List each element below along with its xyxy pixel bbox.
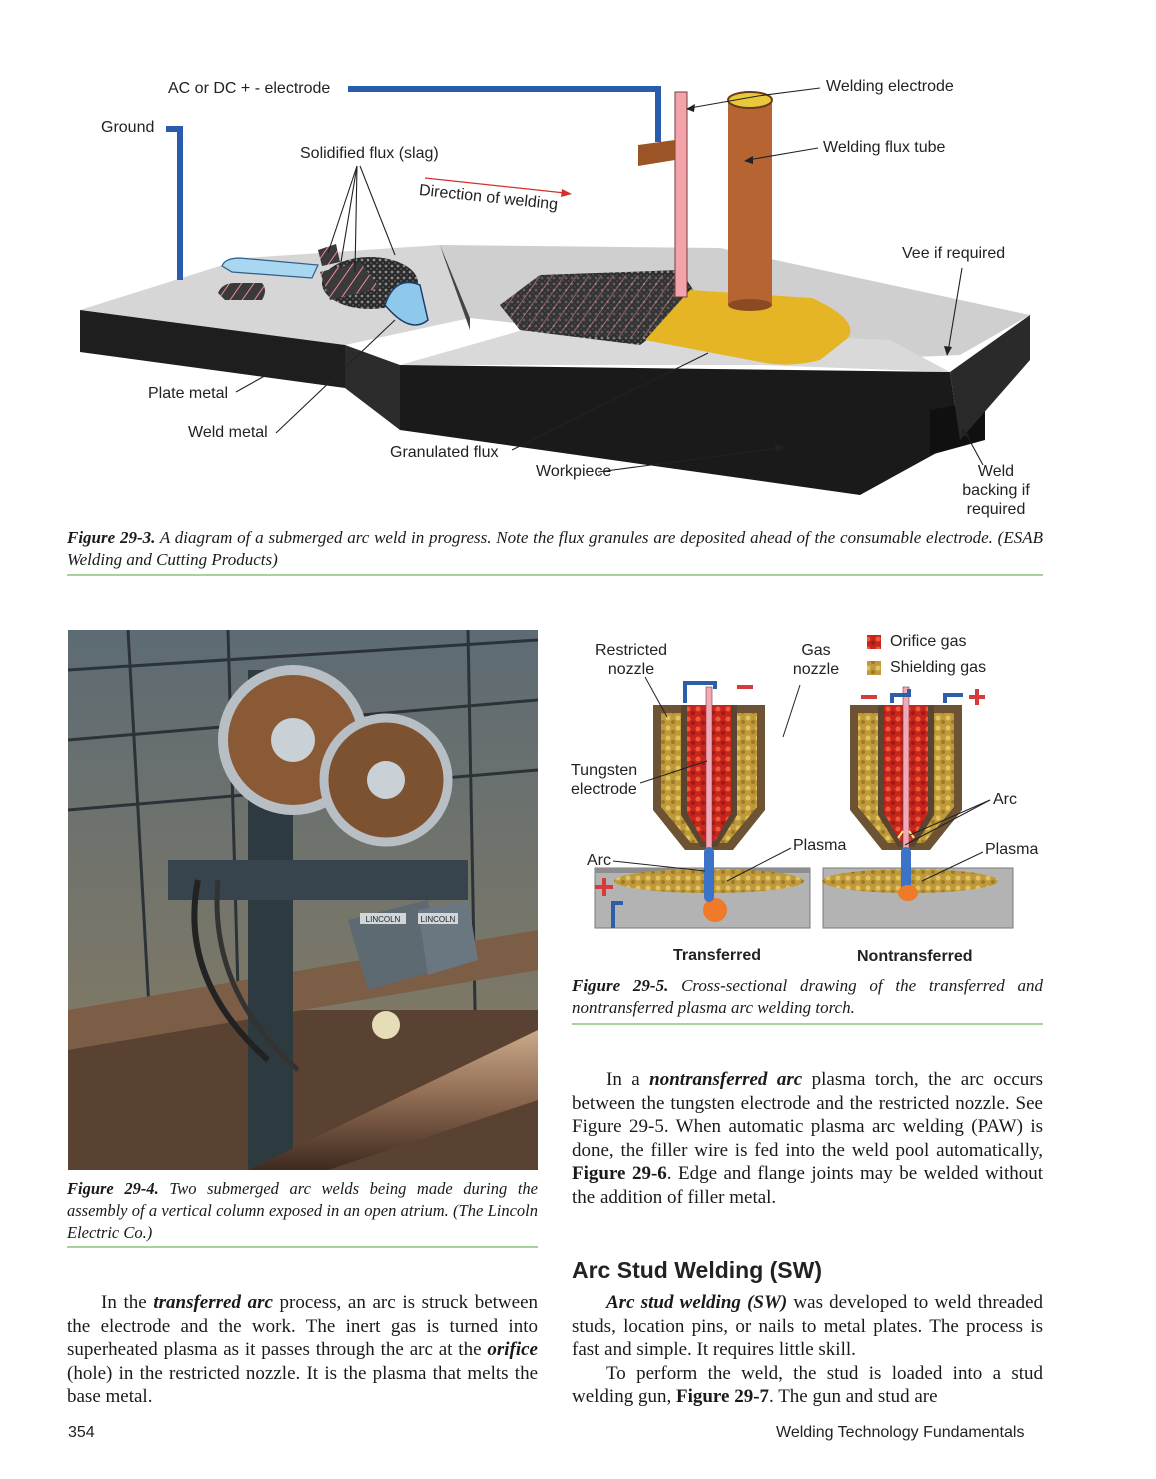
paragraph: Arc stud welding (SW) was developed to w… (572, 1292, 1043, 1360)
label-arc-right: Arc (993, 791, 1017, 808)
caption-rule (572, 1023, 1043, 1025)
submerged-arc-weld-diagram (80, 86, 1030, 495)
label-tungsten-electrode: Tungsten electrode (571, 762, 638, 798)
ground-cable (166, 126, 183, 280)
label-plasma-right: Plasma (985, 841, 1039, 858)
figure-29-4-caption: Figure 29-4. Two submerged arc welds bei… (67, 1178, 538, 1244)
label-plasma-left: Plasma (793, 837, 847, 854)
flux-deposit (645, 290, 851, 365)
label-ac-dc-electrode: AC or DC + - electrode (168, 80, 331, 97)
slag-stripes (500, 275, 690, 340)
label-solidified-flux: Solidified flux (slag) (300, 145, 439, 162)
label-granulated-flux: Granulated flux (390, 444, 499, 461)
term-nontransferred-arc: nontransferred arc (649, 1069, 803, 1090)
flux-tube (728, 100, 772, 305)
right-column-text: In a nontransferred arc plasma torch, th… (572, 1068, 1043, 1209)
figure-29-4-photo: LINCOLN LINCOLN (68, 630, 538, 1170)
caption-rule (67, 1246, 538, 1248)
figure-29-5: Restricted nozzle Gas nozzle Tungsten el… (565, 625, 1045, 970)
welding-electrode (674, 91, 688, 298)
workpiece-side (400, 365, 960, 495)
caption-label: Figure 29-4. (67, 1179, 159, 1198)
caption-rule (67, 574, 1043, 576)
figure-29-5-caption: Figure 29-5. Cross-sectional drawing of … (572, 975, 1043, 1019)
paragraph: In a nontransferred arc plasma torch, th… (572, 1069, 1044, 1208)
figure-29-3: AC or DC + - electrode Ground Solidified… (0, 0, 1156, 576)
label-welding-electrode: Welding electrode (826, 78, 954, 95)
ref-figure-29-7: Figure 29-7 (675, 1386, 770, 1407)
label-vee: Vee if required (902, 245, 1006, 262)
legend-orifice-gas: Orifice gas (890, 633, 967, 650)
label-restricted-nozzle: Restricted nozzle (594, 642, 668, 678)
term-arc-stud-welding: Arc stud welding (SW) (606, 1292, 788, 1313)
section-heading: Arc Stud Welding (SW) (572, 1257, 823, 1283)
transferred-torch (594, 681, 811, 929)
label-weld-metal: Weld metal (188, 424, 268, 441)
pipe (248, 1030, 538, 1170)
caption-text: Two submerged arc welds being made durin… (67, 1179, 538, 1242)
label-arc-left: Arc (587, 852, 611, 869)
lincoln-sign-1: LINCOLN (366, 915, 401, 924)
slag-pad (218, 283, 265, 300)
label-flux-tube: Welding flux tube (823, 139, 946, 156)
label-transferred: Transferred (673, 947, 762, 964)
legend-swatch-shielding (867, 661, 881, 675)
nontransferred-torch (822, 686, 1014, 929)
label-workpiece: Workpiece (536, 463, 612, 480)
contact-tip (638, 140, 675, 166)
figure-29-3-caption: Figure 29-3. A diagram of a submerged ar… (67, 527, 1043, 571)
paragraph: To perform the weld, the stud is loaded … (572, 1362, 1043, 1408)
label-gas-nozzle: Gas nozzle (792, 642, 840, 678)
term-transferred-arc: transferred arc (153, 1292, 273, 1313)
book-title: Welding Technology Fundamentals (776, 1424, 1025, 1441)
label-ground: Ground (101, 119, 155, 136)
lincoln-sign-2: LINCOLN (421, 915, 456, 924)
page-number: 354 (68, 1424, 95, 1441)
paragraph: In the transferred arc process, an arc i… (67, 1292, 539, 1407)
weld-metal (384, 281, 429, 326)
legend-swatch-orifice (867, 635, 881, 649)
slag-piece (320, 262, 380, 300)
ref-figure-29-6: Figure 29-6 (572, 1163, 667, 1184)
solidified-bead (221, 257, 319, 279)
caption-label: Figure 29-5. (572, 976, 669, 995)
legend-shielding-gas: Shielding gas (890, 659, 987, 676)
label-weld-backing: Weld backing if required (962, 463, 1030, 518)
caption-label: Figure 29-3. (67, 528, 156, 547)
right-column-text-2: Arc stud welding (SW) was developed to w… (572, 1291, 1043, 1409)
electrode-cable (348, 86, 661, 142)
left-column-text: In the transferred arc process, an arc i… (67, 1291, 538, 1409)
caption-text: A diagram of a submerged arc weld in pro… (67, 528, 1044, 569)
caption-text: Cross-sectional drawing of the transferr… (572, 976, 1043, 1017)
term-orifice: orifice (487, 1339, 538, 1360)
label-nontransferred: Nontransferred (857, 948, 973, 965)
label-plate-metal: Plate metal (148, 385, 229, 402)
